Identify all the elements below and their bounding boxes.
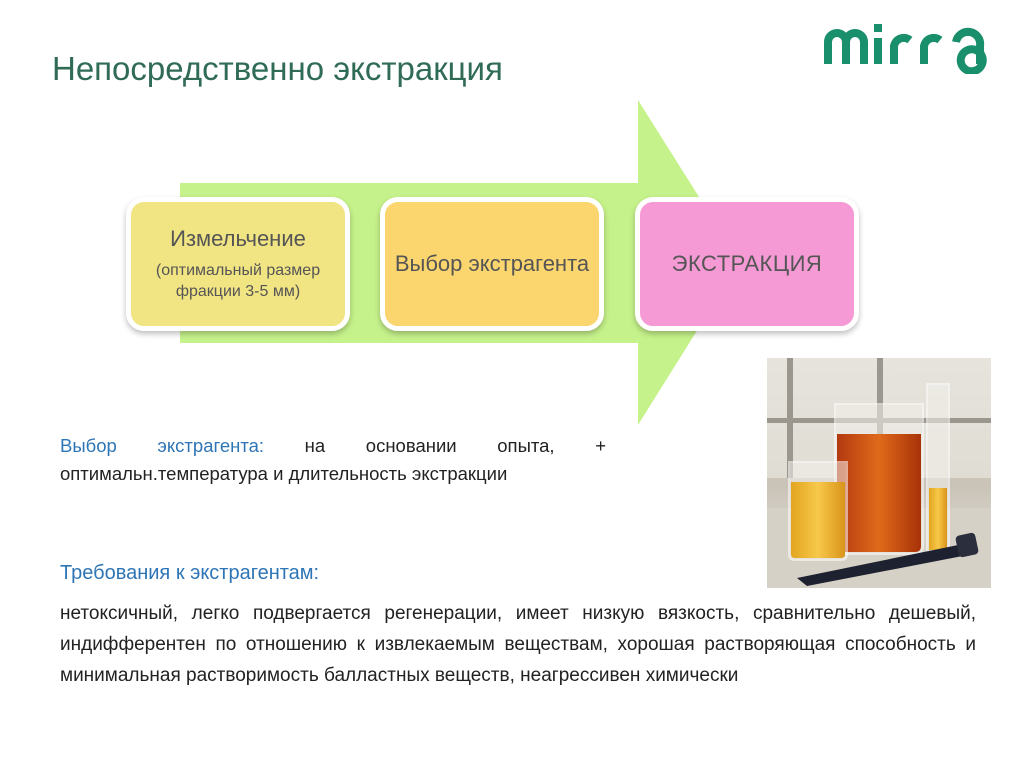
step-extractant-label: Выбор экстрагента [394,251,590,276]
step-extraction-label: ЭКСТРАКЦИЯ [671,251,823,276]
extractant-choice-text: на основании опыта, + оптимальн.температ… [60,435,606,484]
laboratory-beakers-photo [767,358,991,588]
step-grinding-label: Измельчение [170,226,306,251]
step-extraction-box: ЭКСТРАКЦИЯ [635,197,859,331]
extractant-choice-paragraph: Выбор экстрагента: на основании опыта, +… [60,432,606,488]
mirra-logo [824,24,987,74]
requirements-text: нетоксичный, легко подвергается регенера… [60,603,976,686]
step-grinding-box: Измельчение (оптимальный размер фракции … [126,197,350,331]
requirements-heading: Требования к экстрагентам: [60,562,320,584]
step-extractant-box: Выбор экстрагента [380,197,604,331]
slide-title: Непосредственно экстракция [52,50,503,87]
step-grinding-note: (оптимальный размер фракции 3-5 мм) [155,262,321,300]
extractant-choice-label: Выбор экстрагента: [60,435,265,456]
